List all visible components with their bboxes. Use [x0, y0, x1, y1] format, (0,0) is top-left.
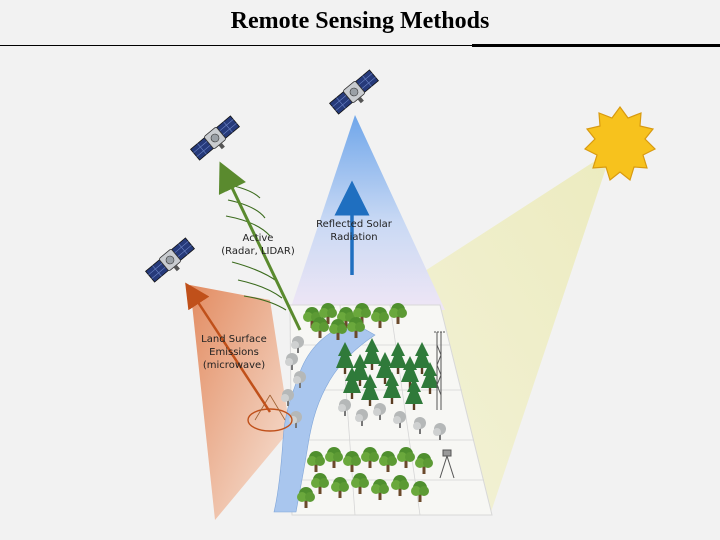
emission-arrow	[185, 282, 272, 413]
page-title: Remote Sensing Methods	[230, 8, 490, 34]
reflected-beam	[290, 115, 445, 310]
label-land-surface-emissions: Land Surface Emissions (microwave)	[201, 334, 267, 371]
title-rule-accent	[472, 44, 720, 47]
label-reflected-solar: Reflected Solar Radiation	[316, 219, 392, 243]
satellite-icon	[328, 68, 383, 120]
sun-icon	[583, 105, 657, 182]
tower-icon	[434, 331, 446, 410]
title-rule	[0, 45, 720, 46]
label-active: Active (Radar, LIDAR)	[221, 233, 295, 257]
instrument-icon	[439, 449, 455, 479]
satellite-icon	[189, 114, 244, 166]
active-arrow	[218, 161, 302, 331]
emission-beam	[190, 285, 290, 520]
pivot-icon	[247, 394, 293, 432]
satellite-icon	[144, 236, 199, 288]
